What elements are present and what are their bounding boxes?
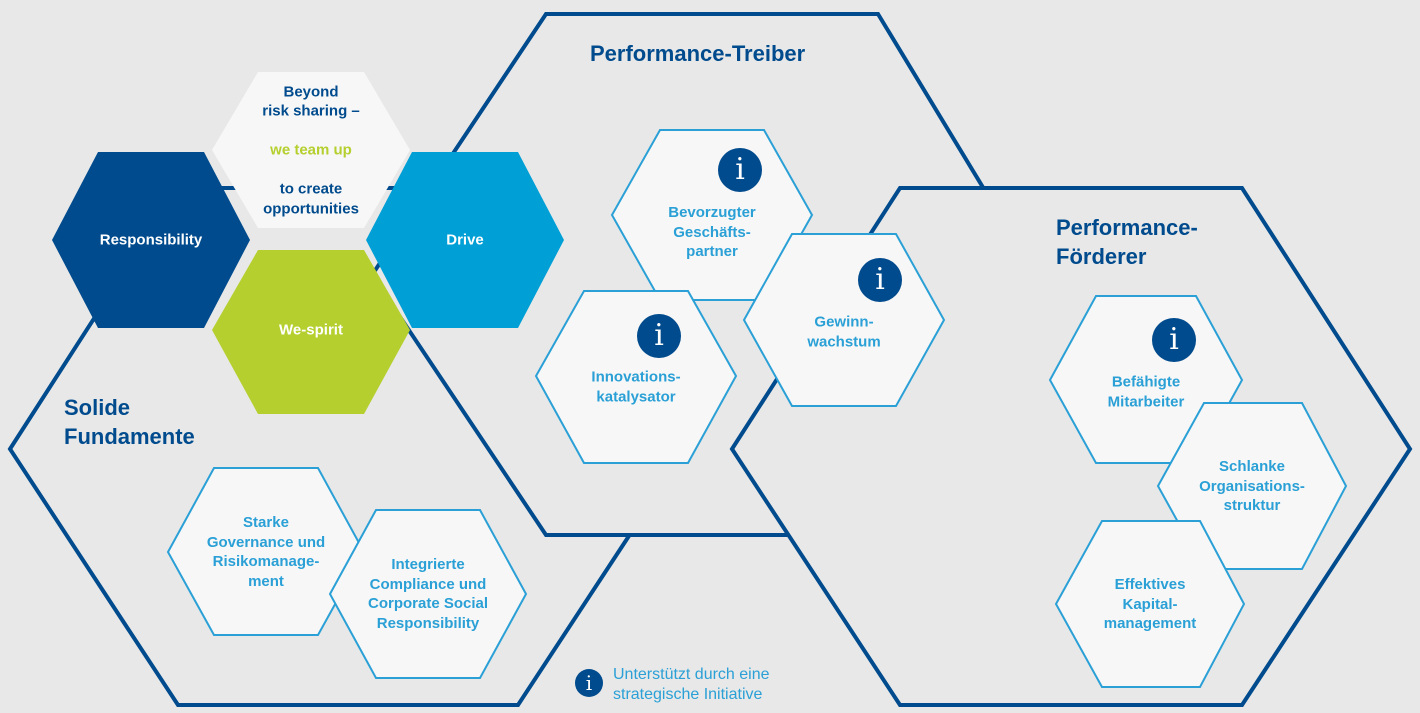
label-innovation: Innovations- katalysator — [591, 368, 681, 406]
label-we-spirit: We-spirit — [279, 321, 343, 339]
hex-drive — [366, 152, 564, 328]
title-performance-foerderer: Performance- Förderer — [1056, 215, 1198, 269]
hex-effektives — [1054, 520, 1246, 688]
hex-we-spirit — [212, 250, 410, 414]
beyond-line-1: Beyond risk sharing – — [262, 82, 360, 120]
label-drive: Drive — [446, 231, 484, 249]
label-gewinn: Gewinn- wachstum — [807, 313, 881, 351]
info-icon-bevorzugter[interactable]: i — [718, 148, 762, 192]
legend: i Unterstützt durch eine strategische In… — [575, 665, 853, 705]
label-integrierte: Integrierte Compliance und Corporate Soc… — [367, 556, 489, 632]
label-schlanke: Schlanke Organisations- struktur — [1199, 457, 1305, 514]
beyond-highlight: we team up — [270, 141, 352, 159]
beyond-line-3: to create opportunities — [263, 180, 359, 217]
hex-responsibility — [52, 152, 250, 328]
legend-info-icon: i — [575, 669, 603, 697]
label-starke: Starke Governance und Risikomanage- ment — [206, 514, 326, 590]
title-performance-treiber: Performance-Treiber — [590, 41, 806, 66]
title-solide-fundamente: Solide Fundamente — [64, 395, 195, 449]
label-beyond: Beyond risk sharing – we team up to crea… — [262, 62, 360, 238]
label-befaehigte: Befähigte Mitarbeiter — [1107, 373, 1185, 411]
label-bevorzugter: Bevorzugter Geschäfts- partner — [668, 203, 756, 260]
label-effektives: Effektives Kapital- management — [1103, 575, 1197, 632]
info-icon-befaehigte[interactable]: i — [1152, 318, 1196, 362]
info-icon-innovation[interactable]: i — [637, 314, 681, 358]
info-icon-gewinn[interactable]: i — [858, 258, 902, 302]
legend-text: Unterstützt durch eine strategische Init… — [613, 666, 770, 703]
hex-innovation — [534, 290, 738, 464]
label-responsibility: Responsibility — [99, 231, 203, 249]
hex-integrierte — [328, 509, 528, 679]
hex-beyond — [212, 72, 410, 228]
